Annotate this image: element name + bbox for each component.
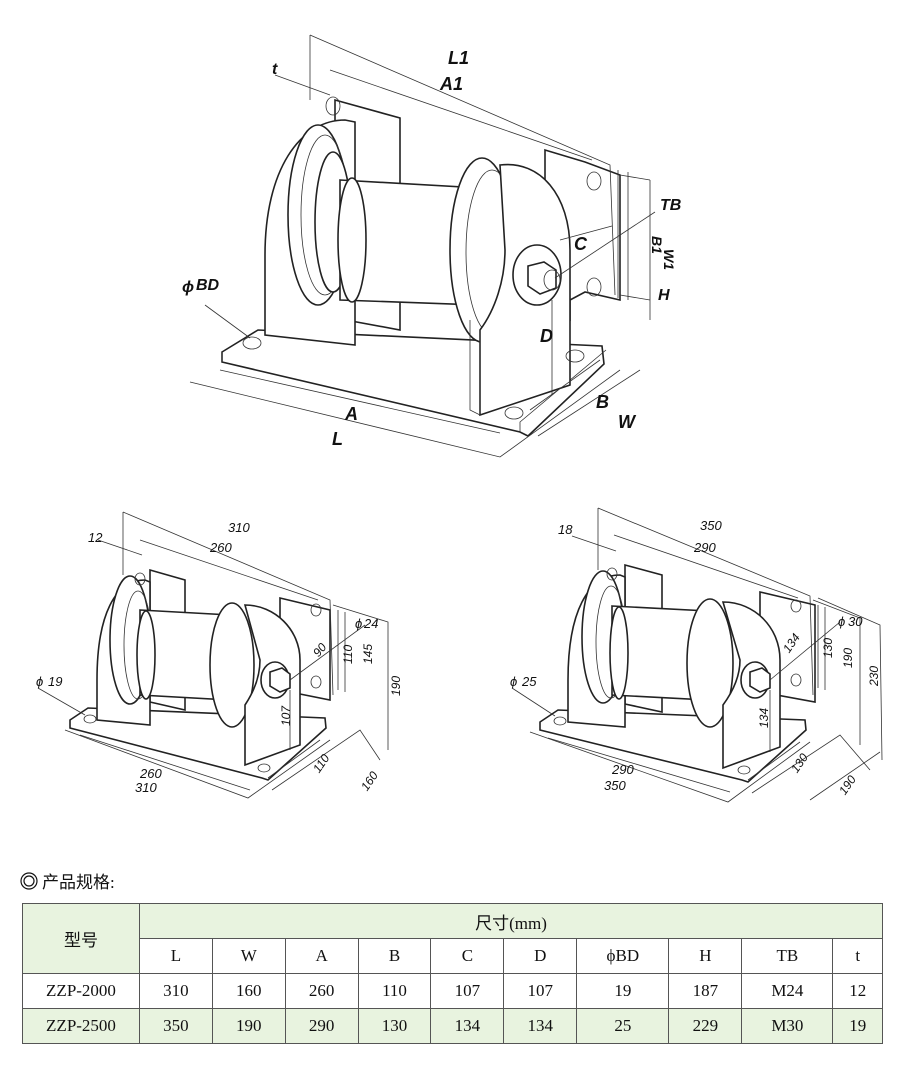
cell-model: ZZP-2000: [22, 973, 140, 1009]
label-2500-t: 18: [558, 522, 573, 537]
table-cell: 190: [211, 1008, 286, 1044]
col-header: L: [139, 938, 213, 974]
label-main-L1: L1: [448, 48, 469, 68]
table-cell: M30: [741, 1008, 834, 1044]
label-2000-bd: 19: [48, 674, 62, 689]
technical-drawings: L1 A1 t TB C B1 W1 H ϕ BD D A L B W: [36, 34, 883, 803]
label-2000-h1: 145: [361, 644, 375, 664]
col-header: ϕBD: [576, 938, 670, 974]
label-2000-d: 107: [279, 705, 293, 726]
table-cell: 134: [430, 1008, 505, 1044]
label-2000-b: 110: [310, 751, 333, 775]
label-2500-h1: 190: [841, 648, 855, 668]
label-main-W: W: [618, 412, 637, 432]
table-cell: 160: [211, 973, 286, 1009]
col-header: TB: [741, 938, 834, 974]
label-2500-w: 190: [836, 773, 859, 798]
label-main-H: H: [658, 287, 670, 304]
label-2500-d: 134: [757, 708, 771, 728]
label-2500-bd: 25: [521, 674, 537, 689]
label-main-C: C: [574, 234, 588, 254]
table-cell: 130: [357, 1008, 432, 1044]
label-2000-a: 260: [139, 766, 162, 781]
label-2500-a: 290: [611, 762, 634, 777]
drawing-zzp-2500: 18 350 290 ϕ 30 134 130 190 230 ϕ 25 134…: [510, 507, 883, 803]
label-2500-bd-symbol: ϕ: [510, 674, 517, 689]
col-header: H: [668, 938, 743, 974]
label-2000-bd-symbol: ϕ: [36, 674, 43, 689]
table-cell: 290: [284, 1008, 359, 1044]
label-2500-bd-top-symbol: ϕ: [838, 614, 845, 629]
table-cell: 25: [576, 1008, 670, 1044]
col-header: D: [503, 938, 578, 974]
header-size: 尺寸(mm): [139, 903, 883, 939]
label-2500-h: 230: [867, 666, 881, 687]
table-cell: 229: [668, 1008, 743, 1044]
table-cell: 19: [576, 973, 670, 1009]
label-2500-b: 130: [788, 751, 811, 776]
label-2000-L1: 310: [228, 520, 250, 535]
table-cell: 310: [139, 973, 213, 1009]
col-header: C: [430, 938, 505, 974]
table-row: ZZP-2500 350 190 290 130 134 134 25 229 …: [22, 1008, 883, 1044]
col-header: t: [832, 938, 883, 974]
col-header: B: [357, 938, 432, 974]
label-2000-l: 310: [135, 780, 157, 795]
table-cell: 134: [503, 1008, 578, 1044]
table-cell: 187: [668, 973, 743, 1009]
table-cell: 12: [832, 973, 883, 1009]
label-main-B: B: [596, 392, 609, 412]
spec-heading-text: 产品规格:: [42, 873, 115, 892]
label-2000-A1: 260: [209, 540, 232, 555]
label-2500-bd-top: 30: [848, 614, 863, 629]
label-main-TB: TB: [660, 197, 681, 214]
table-row: ZZP-2000 310 160 260 110 107 107 19 187 …: [22, 973, 883, 1009]
table-cell: 260: [284, 973, 359, 1009]
label-2500-L1: 350: [700, 518, 722, 533]
label-2000-bd-top: 24: [363, 616, 378, 631]
label-main-D: D: [540, 326, 553, 346]
table-cell: 110: [357, 973, 432, 1009]
cell-model: ZZP-2500: [22, 1008, 140, 1044]
label-2500-b1: 130: [821, 638, 835, 658]
label-main-BD-symbol: ϕ: [182, 279, 194, 296]
header-columns-row: L W A B C D ϕBD H TB t: [23, 938, 883, 974]
header-model: 型号: [22, 903, 140, 974]
drawing-zzp-2000: 12 310 260 ϕ 24 90 110 145 190 ϕ 19 107 …: [36, 511, 403, 799]
label-main-A1: A1: [439, 74, 463, 94]
label-2000-t: 12: [88, 530, 103, 545]
spec-heading: 产品规格:: [20, 868, 115, 893]
table-cell: M24: [741, 973, 834, 1009]
col-header: W: [211, 938, 286, 974]
label-main-B1: B1: [649, 236, 665, 254]
col-header: A: [284, 938, 359, 974]
label-2500-A1: 290: [693, 540, 716, 555]
label-main-BD: BD: [196, 277, 220, 294]
label-2000-b1: 110: [341, 645, 355, 664]
spec-table: 型号 尺寸(mm) L W A B C D ϕBD H TB t ZZP-200…: [22, 903, 883, 1044]
label-main-W1: W1: [661, 249, 677, 270]
label-2000-h: 190: [389, 676, 403, 696]
label-main-A: A: [344, 404, 358, 424]
table-cell: 19: [832, 1008, 883, 1044]
label-main-t: t: [272, 61, 278, 78]
label-main-L: L: [332, 429, 343, 449]
table-cell: 107: [503, 973, 578, 1009]
label-2000-w: 160: [358, 769, 381, 794]
table-cell: 350: [139, 1008, 213, 1044]
label-2500-l: 350: [604, 778, 626, 793]
label-2000-bd-top-symbol: ϕ: [355, 616, 362, 631]
table-cell: 107: [430, 973, 505, 1009]
main-drawing: L1 A1 t TB C B1 W1 H ϕ BD D A L B W: [182, 34, 681, 458]
double-circle-icon: [20, 871, 38, 890]
